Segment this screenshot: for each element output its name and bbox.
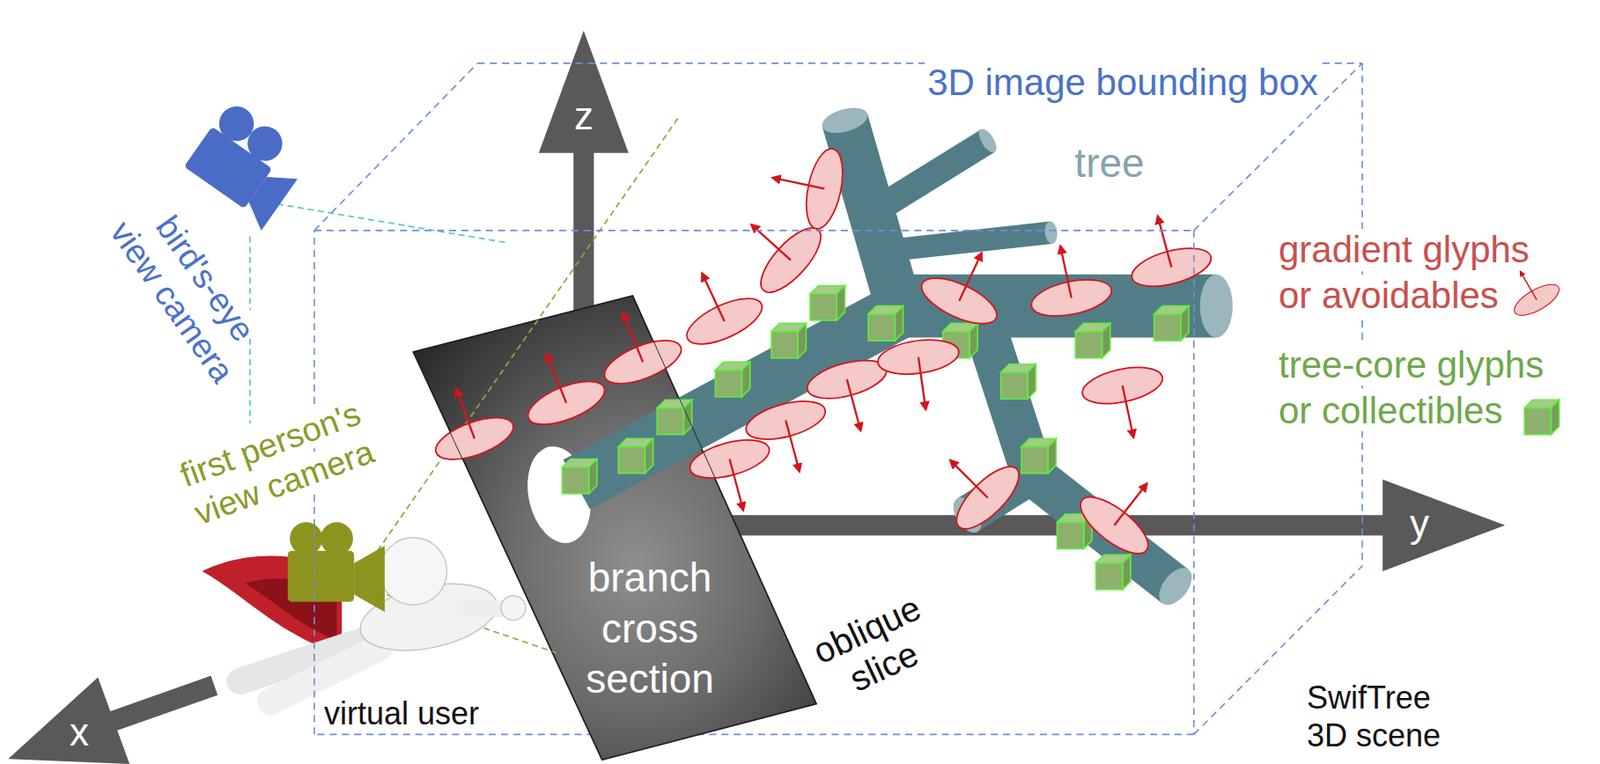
axis-label-box: z — [574, 94, 594, 140]
user-arm — [464, 608, 505, 610]
oblique-slice: branch cross sectionoblique slice — [412, 295, 817, 761]
legend-text: gradient glyphs or avoidables — [1275, 228, 1533, 317]
slice-label: oblique slice — [804, 587, 930, 701]
user-leg — [270, 648, 380, 702]
camera-lens — [353, 545, 385, 612]
camera-label: first person's view camera — [172, 393, 381, 532]
scene-title: SwifTree 3D scene — [1306, 679, 1441, 754]
camera-reel — [320, 522, 354, 555]
axis-label-box: y — [1409, 501, 1430, 547]
axis-label-box: x — [69, 710, 89, 756]
camera-label-box: first person's view camera — [155, 387, 399, 542]
legend-entry: tree-core glyphs or collectibles — [1275, 342, 1558, 435]
legend-text: tree-core glyphs or collectibles — [1275, 344, 1547, 432]
x-axis-shaft — [107, 685, 215, 724]
bounding-box-edge — [314, 63, 478, 231]
bounding-box-title-box: 3D image bounding box — [924, 61, 1321, 104]
bounding-box-edge — [314, 229, 1195, 232]
bounding-box-edge — [314, 734, 1195, 737]
view-line — [277, 204, 508, 244]
y-axis-shaft — [714, 515, 1388, 536]
cross-section-text-box: branch cross section — [561, 552, 738, 706]
x-axis-head — [7, 677, 130, 764]
scene-title-box: SwifTree 3D scene — [1306, 678, 1457, 755]
bounding-box-title: 3D image bounding box — [924, 61, 1321, 104]
oblique-slice-shape — [377, 103, 1233, 760]
user-label: virtual user — [321, 695, 482, 732]
first-person-camera-icon — [287, 522, 385, 612]
y-axis-head — [1382, 479, 1505, 572]
birds-eye-camera-icon — [179, 98, 314, 231]
camera-lens — [239, 163, 298, 231]
bounding-box-edge — [1193, 230, 1195, 735]
camera-reel — [289, 522, 323, 555]
axis-label: y — [1409, 501, 1430, 546]
slice-label-box: oblique slice — [798, 583, 953, 714]
user-fist — [501, 596, 526, 621]
camera-label: bird's-eye view camera — [102, 206, 264, 392]
legend-cube-icon — [1524, 399, 1559, 435]
camera-label-box: bird's-eye view camera — [95, 183, 281, 399]
tree-over-slice — [377, 103, 1233, 653]
z-axis-head — [538, 30, 629, 154]
axis-label: z — [574, 94, 594, 138]
tree-label-box: tree — [1074, 140, 1144, 187]
cross-section-text: branch cross section — [585, 554, 715, 702]
tree-label: tree — [1074, 140, 1144, 186]
camera-body — [287, 551, 354, 603]
legend-entry: gradient glyphs or avoidables — [1275, 227, 1558, 319]
user-head — [379, 538, 447, 605]
axis-label: x — [69, 710, 89, 754]
user-label-box: virtual user — [321, 695, 482, 732]
virtual-user-figure — [201, 538, 525, 703]
